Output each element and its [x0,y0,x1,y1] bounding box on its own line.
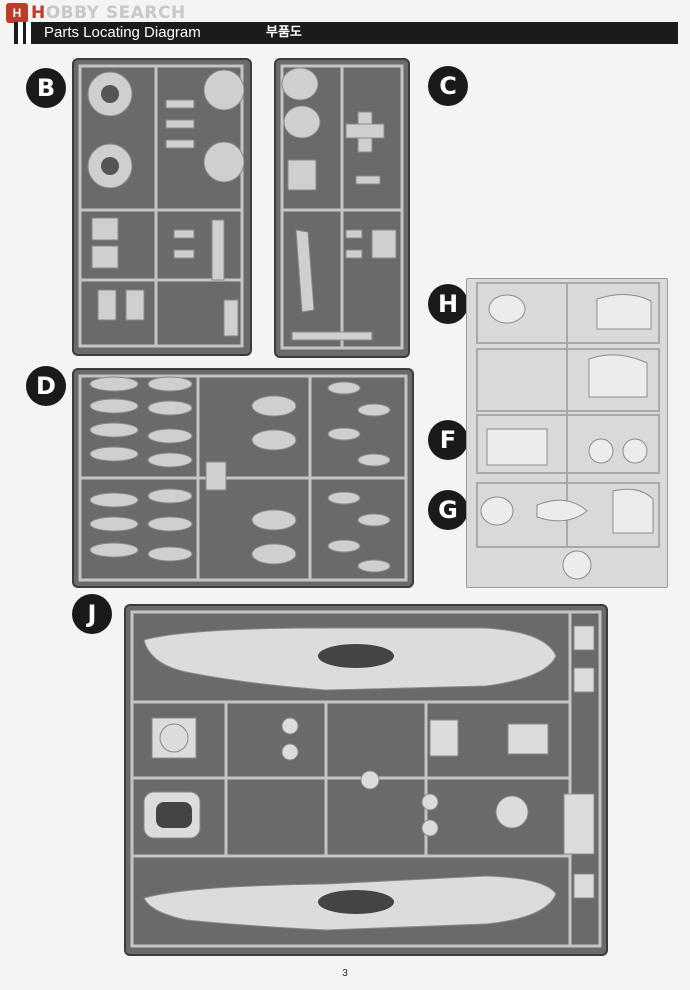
sprue-label-h: H [428,284,468,324]
sprue-label-c: C [428,66,468,106]
sprue-b-image [72,58,252,356]
sprue-c-image [274,58,410,358]
page-title-korean: 부품도 [266,25,302,40]
sprue-label-g: G [428,490,468,530]
sprue-j-image [124,604,608,956]
sprue-d-image [72,368,414,588]
header-bar [14,22,678,44]
hobbysearch-watermark: H HOBBY SEARCH [6,2,186,24]
page-number: 3 [342,968,348,979]
sprue-label-f: F [428,420,468,460]
clear-sprues-image [466,278,668,588]
sprue-label-j: J [72,594,112,634]
sprue-label-b: B [26,68,66,108]
page-title: Parts Locating Diagram [44,24,201,41]
watermark-text: HOBBY SEARCH [31,3,186,23]
sprue-label-d: D [26,366,66,406]
header-stripes-icon [18,22,31,44]
watermark-logo-icon: H [6,3,28,23]
